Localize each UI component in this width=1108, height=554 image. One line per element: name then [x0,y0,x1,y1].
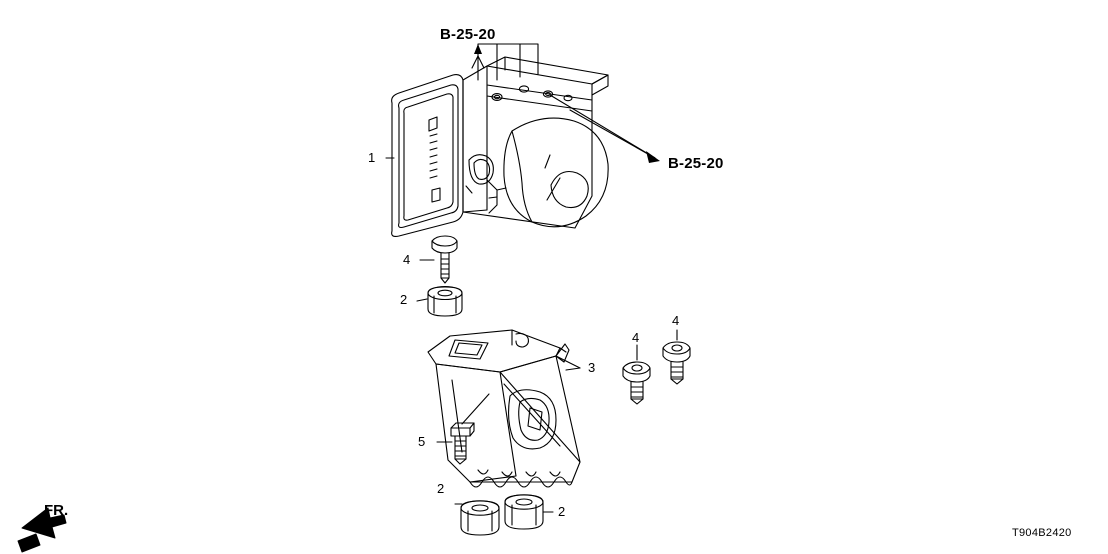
bolt-assembly-line [461,393,490,425]
fr-direction-label: FR. [44,502,69,519]
item-number-2-lower-right: 2 [558,504,566,519]
item-number-3: 3 [588,360,596,375]
mounting-bracket [427,329,581,488]
modulator-connector [465,154,507,214]
callout-top-arrow [474,44,482,54]
fr-direction-arrow [17,507,67,553]
item-number-4-right-inner: 4 [632,330,640,345]
lower-bushing-left [460,500,500,536]
item3-leader2 [555,355,581,369]
item-number-4-right-outer: 4 [672,313,680,328]
drawing-part-number: T904B2420 [1012,527,1072,539]
modulator-cover [391,74,464,237]
modulator-top-holes [491,85,573,102]
right-inner-bolt [622,361,651,405]
modulator-body [462,56,609,229]
item-number-2-upper: 2 [400,292,408,307]
lower-bushing-right [504,494,544,530]
upper-bushing [427,285,463,317]
callout-right-arrow [646,151,660,163]
item-number-5: 5 [418,434,426,449]
callout-b-25-20-top: B-25-20 [440,26,496,43]
item2-upper-leader [416,298,428,302]
item-number-2-lower-left: 2 [437,481,445,496]
item-number-4-upper: 4 [403,252,411,267]
item3-leader [565,367,581,371]
lower-bolt [450,422,475,465]
item-number-1: 1 [368,150,376,165]
pump-motor [503,117,609,228]
upper-bolt [431,235,458,284]
callout-b-25-20-right: B-25-20 [668,155,724,172]
right-outer-bolt [662,341,691,385]
callout-right-leader [549,94,656,159]
